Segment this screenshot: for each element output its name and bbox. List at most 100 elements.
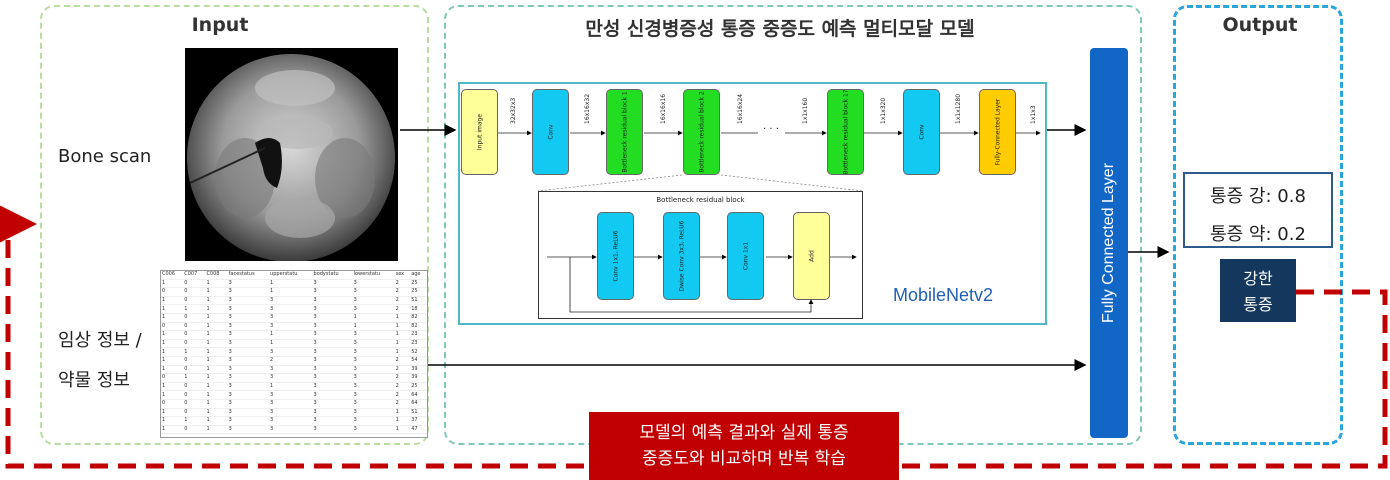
table-cell: 3 — [227, 365, 270, 375]
table-cell: 1 — [161, 304, 184, 314]
table-cell: 2 — [394, 279, 411, 289]
table-cell: 1 — [161, 416, 184, 426]
table-cell: 51 — [410, 296, 427, 306]
table-cell: 3 — [312, 339, 353, 349]
table-cell: 3 — [227, 382, 270, 392]
table-cell: 0 — [183, 287, 206, 297]
bottleneck-dwise-conv: Dwise Conv 3x3, ReLU6 — [663, 212, 700, 300]
strong-pain-score: 통증 강: 0.8 — [1210, 186, 1306, 207]
table-cell: 3 — [269, 296, 313, 306]
table-cell: 64 — [410, 390, 427, 400]
table-cell: 1 — [394, 313, 411, 323]
table-cell: 1 — [205, 347, 228, 357]
table-cell: 3 — [352, 408, 395, 418]
table-cell: 1 — [205, 322, 228, 332]
table-header-cell: facestatus — [227, 271, 270, 280]
table-cell: 3 — [352, 339, 395, 349]
table-header-cell: upperstatu — [269, 271, 313, 280]
table-cell: 52 — [410, 347, 427, 357]
table-cell: 0 — [183, 356, 206, 366]
table-header-cell: bodystatu — [312, 271, 353, 280]
table-cell: 1 — [183, 347, 206, 357]
table-cell: 3 — [227, 304, 270, 314]
table-cell: 25 — [410, 287, 427, 297]
table-cell: 1 — [394, 330, 411, 340]
table-cell: 3 — [312, 322, 353, 332]
table-cell: 3 — [312, 399, 353, 409]
table-cell: 3 — [352, 356, 395, 366]
table-cell: 3 — [352, 399, 395, 409]
table-cell: 3 — [312, 287, 353, 297]
table-cell: 1 — [161, 313, 184, 323]
table-cell: 64 — [410, 399, 427, 409]
table-cell: 3 — [312, 347, 353, 357]
table-cell: 25 — [410, 279, 427, 289]
table-cell: 1 — [269, 330, 313, 340]
table-cell: 3 — [312, 279, 353, 289]
table-cell: 1 — [205, 382, 228, 392]
table-cell: 1 — [205, 399, 228, 409]
table-cell: 3 — [227, 373, 270, 383]
table-cell: 1 — [183, 373, 206, 383]
drug-info-label: 약물 정보 — [58, 370, 130, 391]
table-cell: 1 — [352, 322, 395, 332]
table-cell: 3 — [227, 287, 270, 297]
table-cell: 3 — [227, 356, 270, 366]
ellipsis: · · · — [763, 124, 779, 135]
block-bottleneck-2: Bottleneck residual block 2 — [683, 89, 720, 175]
table-cell: 0 — [183, 365, 206, 375]
table-cell: 3 — [227, 390, 270, 400]
table-cell: 82 — [410, 313, 427, 323]
table-cell: 0 — [183, 382, 206, 392]
table-cell: 1 — [394, 408, 411, 418]
result-line2: 통증 — [1243, 295, 1273, 314]
table-cell: 1 — [183, 416, 206, 426]
table-cell: 1 — [269, 382, 313, 392]
table-cell: 1 — [205, 356, 228, 366]
table-cell: 3 — [312, 365, 353, 375]
table-cell: 1 — [269, 279, 313, 289]
mobilenet-label: MobileNetv2 — [893, 285, 994, 305]
table-header-cell: C008 — [205, 271, 228, 280]
table-cell: 3 — [269, 408, 313, 418]
table-cell: 3 — [312, 313, 353, 323]
table-cell: 2 — [394, 382, 411, 392]
table-cell: 1 — [205, 408, 228, 418]
table-cell: 23 — [410, 339, 427, 349]
table-cell: 47 — [410, 425, 427, 435]
table-cell: 3 — [227, 425, 270, 435]
table-cell: 1 — [205, 279, 228, 289]
table-cell: 3 — [227, 347, 270, 357]
table-cell: 0 — [183, 322, 206, 332]
bottleneck-conv1x1-relu6: Conv 1x1, ReLU6 — [597, 212, 634, 300]
output-title: Output — [1222, 14, 1298, 36]
table-cell: 2 — [394, 399, 411, 409]
table-header-cell: C007 — [183, 271, 206, 280]
output-panel — [1173, 5, 1343, 445]
bone-scan-label: Bone scan — [58, 146, 152, 167]
table-cell: 0 — [183, 279, 206, 289]
table-header-cell: age — [410, 271, 427, 280]
table-cell: 3 — [227, 416, 270, 426]
table-cell: 3 — [352, 425, 395, 435]
table-cell: 3 — [352, 287, 395, 297]
bone-scan-image — [185, 48, 398, 261]
table-cell: 2 — [394, 296, 411, 306]
table-cell: 0 — [161, 399, 184, 409]
table-cell: 1 — [205, 313, 228, 323]
table-cell: 3 — [269, 416, 313, 426]
table-cell: 1 — [161, 390, 184, 400]
table-cell: 0 — [183, 390, 206, 400]
table-cell: 0 — [183, 313, 206, 323]
table-cell: 37 — [410, 416, 427, 426]
table-cell: 0 — [161, 322, 184, 332]
bottleneck-add: Add — [793, 212, 830, 300]
block-input-image: Input image — [461, 89, 498, 175]
